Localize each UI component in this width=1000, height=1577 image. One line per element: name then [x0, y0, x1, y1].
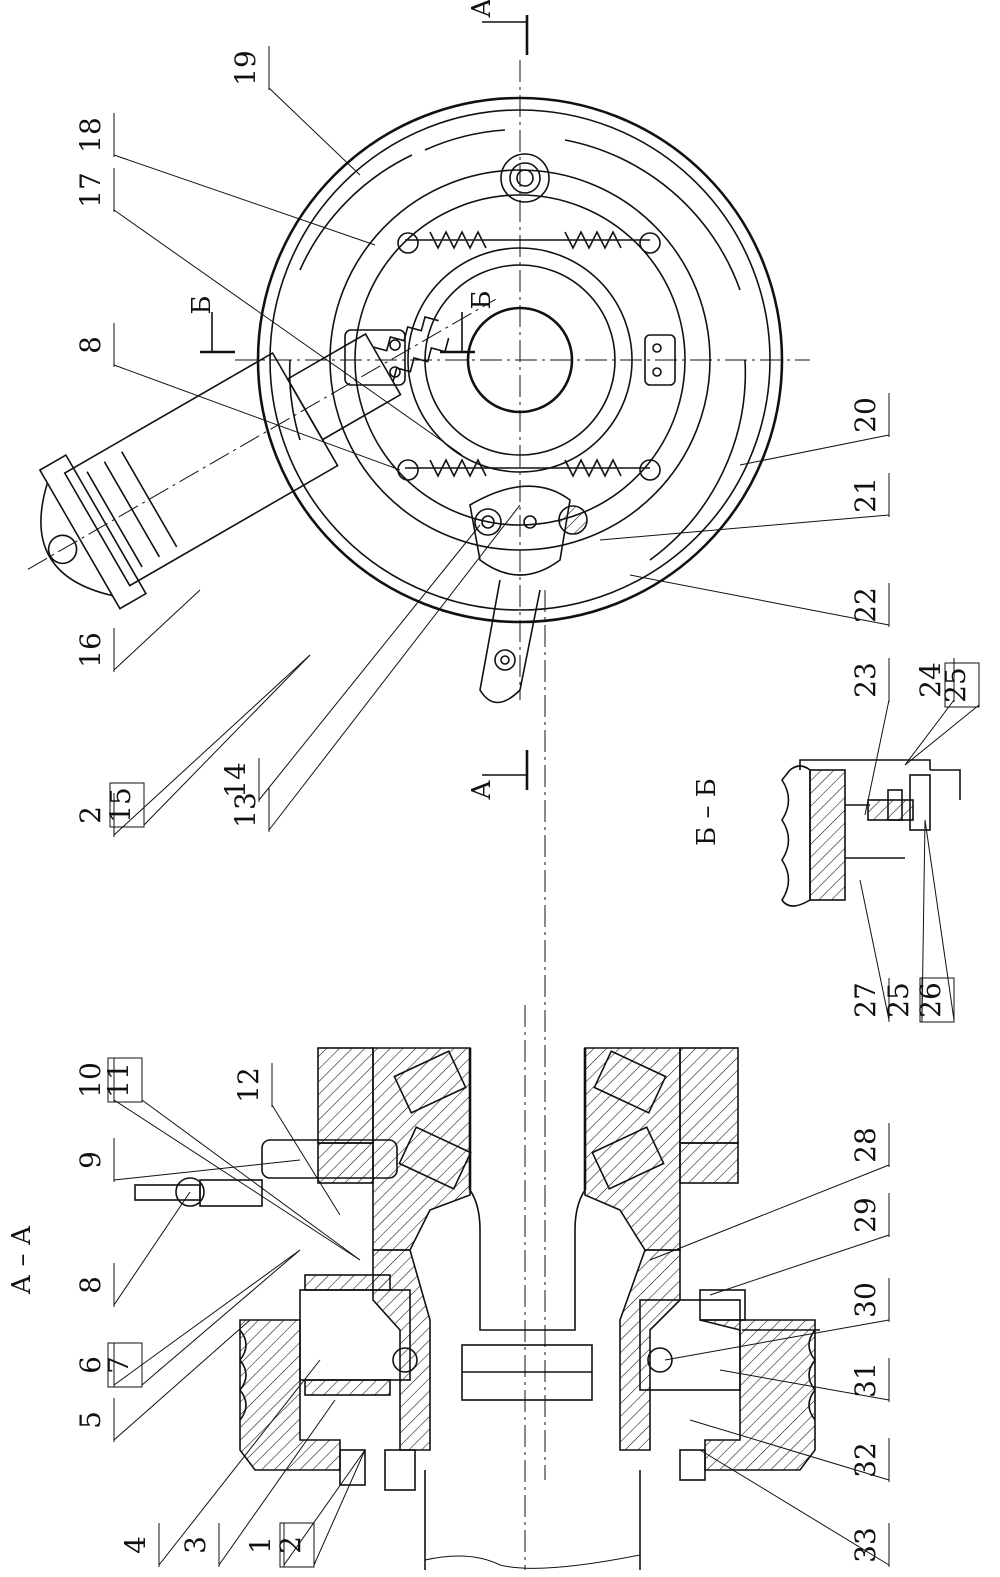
brake-drum-view — [27, 15, 810, 790]
callout-label-29: 29 — [849, 1197, 882, 1233]
callout-label-3: 3 — [179, 1536, 212, 1554]
callout-leader-10 — [113, 1099, 361, 1261]
callout-leader-16 — [113, 589, 201, 671]
callout-leader-8 — [113, 1191, 191, 1306]
cut-marker-a-top: А — [467, 0, 497, 18]
callout-label-1: 1 — [244, 1536, 277, 1554]
callout-label-11: 11 — [102, 1062, 135, 1098]
callout-label-4: 4 — [119, 1536, 152, 1554]
callout-label-6: 6 — [74, 1356, 107, 1374]
callout-label-14: 14 — [219, 762, 252, 798]
callout-leader-32 — [689, 1419, 890, 1481]
callout-leader-22 — [629, 574, 890, 626]
callout-label-16: 16 — [74, 632, 107, 668]
callout-leader-27 — [859, 879, 890, 1021]
callout-label-15: 15 — [104, 787, 137, 823]
callout-leader-13 — [268, 504, 521, 831]
cut-marker-a-bottom: А — [467, 780, 497, 800]
callout-label-9: 9 — [74, 1151, 107, 1169]
callout-leader-2 — [113, 654, 311, 836]
callout-label-21: 21 — [849, 477, 882, 513]
callout-leader-1 — [283, 1449, 366, 1566]
callout-label-2: 2 — [74, 806, 107, 824]
callout-label-20: 20 — [849, 397, 882, 433]
section-title-aa: А – А — [7, 1225, 37, 1294]
callout-leader-11 — [141, 1099, 361, 1261]
callout-box-25 — [944, 662, 980, 708]
callout-leader-2 — [313, 1449, 366, 1566]
callout-leader-18 — [113, 154, 376, 246]
callout-label-32: 32 — [849, 1442, 882, 1478]
callout-label-17: 17 — [74, 172, 107, 208]
callout-label-8: 8 — [74, 336, 107, 354]
callout-label-8: 8 — [74, 1276, 107, 1294]
callout-leader-29 — [709, 1234, 890, 1296]
callout-label-28: 28 — [849, 1127, 882, 1163]
callout-label-30: 30 — [849, 1282, 882, 1318]
callout-label-24: 24 — [914, 662, 947, 698]
callout-leader-31 — [719, 1369, 890, 1401]
callout-box-2 — [279, 1522, 315, 1568]
section-bb-detail — [781, 759, 961, 907]
callout-box-11 — [107, 1057, 143, 1103]
callout-leader-30 — [664, 1319, 890, 1361]
callout-label-2: 2 — [274, 1536, 307, 1554]
callout-box-7 — [107, 1342, 143, 1388]
callout-leader-26 — [924, 819, 955, 1021]
callout-leader-14 — [258, 524, 481, 801]
callout-label-31: 31 — [849, 1362, 882, 1398]
callout-leader-20 — [739, 434, 890, 466]
callout-label-23: 23 — [849, 662, 882, 698]
callout-leader-33 — [699, 1449, 890, 1566]
callout-label-25: 25 — [939, 667, 972, 703]
callout-label-22: 22 — [849, 587, 882, 623]
callout-leader-9 — [113, 1159, 301, 1181]
callout-label-12: 12 — [232, 1067, 265, 1103]
callout-label-25: 25 — [882, 982, 915, 1018]
callout-leader-28 — [649, 1164, 890, 1261]
callout-label-33: 33 — [849, 1527, 882, 1563]
callout-label-26: 26 — [914, 982, 947, 1018]
callout-label-7: 7 — [102, 1356, 135, 1374]
callout-label-10: 10 — [74, 1062, 107, 1098]
callout-leader-4 — [158, 1359, 321, 1566]
callout-label-19: 19 — [229, 50, 262, 86]
section-aa-hub — [134, 590, 820, 1570]
callout-leader-3 — [218, 1399, 336, 1566]
section-title-bb: Б – Б — [692, 778, 722, 846]
callout-leader-5 — [113, 1319, 251, 1441]
callout-leader-23 — [864, 699, 890, 816]
callout-box-15 — [109, 782, 145, 828]
callout-label-18: 18 — [74, 117, 107, 153]
callout-box-26 — [919, 977, 955, 1023]
callout-leader-7 — [141, 1249, 301, 1386]
callout-leader-24 — [904, 699, 955, 766]
callout-leader-19 — [268, 87, 361, 176]
cut-marker-b-left: Б — [187, 295, 217, 314]
callout-leader-21 — [599, 514, 890, 541]
cut-marker-b-right: Б — [467, 290, 497, 309]
callout-leader-25 — [904, 704, 980, 766]
callout-label-13: 13 — [229, 792, 262, 828]
callout-leader-12 — [271, 1104, 341, 1216]
callout-leader-15 — [143, 654, 311, 826]
callout-leader-17 — [113, 209, 463, 456]
callout-label-5: 5 — [74, 1411, 107, 1429]
callout-leader-6 — [113, 1249, 301, 1386]
callout-leader-8 — [113, 364, 401, 471]
callout-label-27: 27 — [849, 982, 882, 1018]
